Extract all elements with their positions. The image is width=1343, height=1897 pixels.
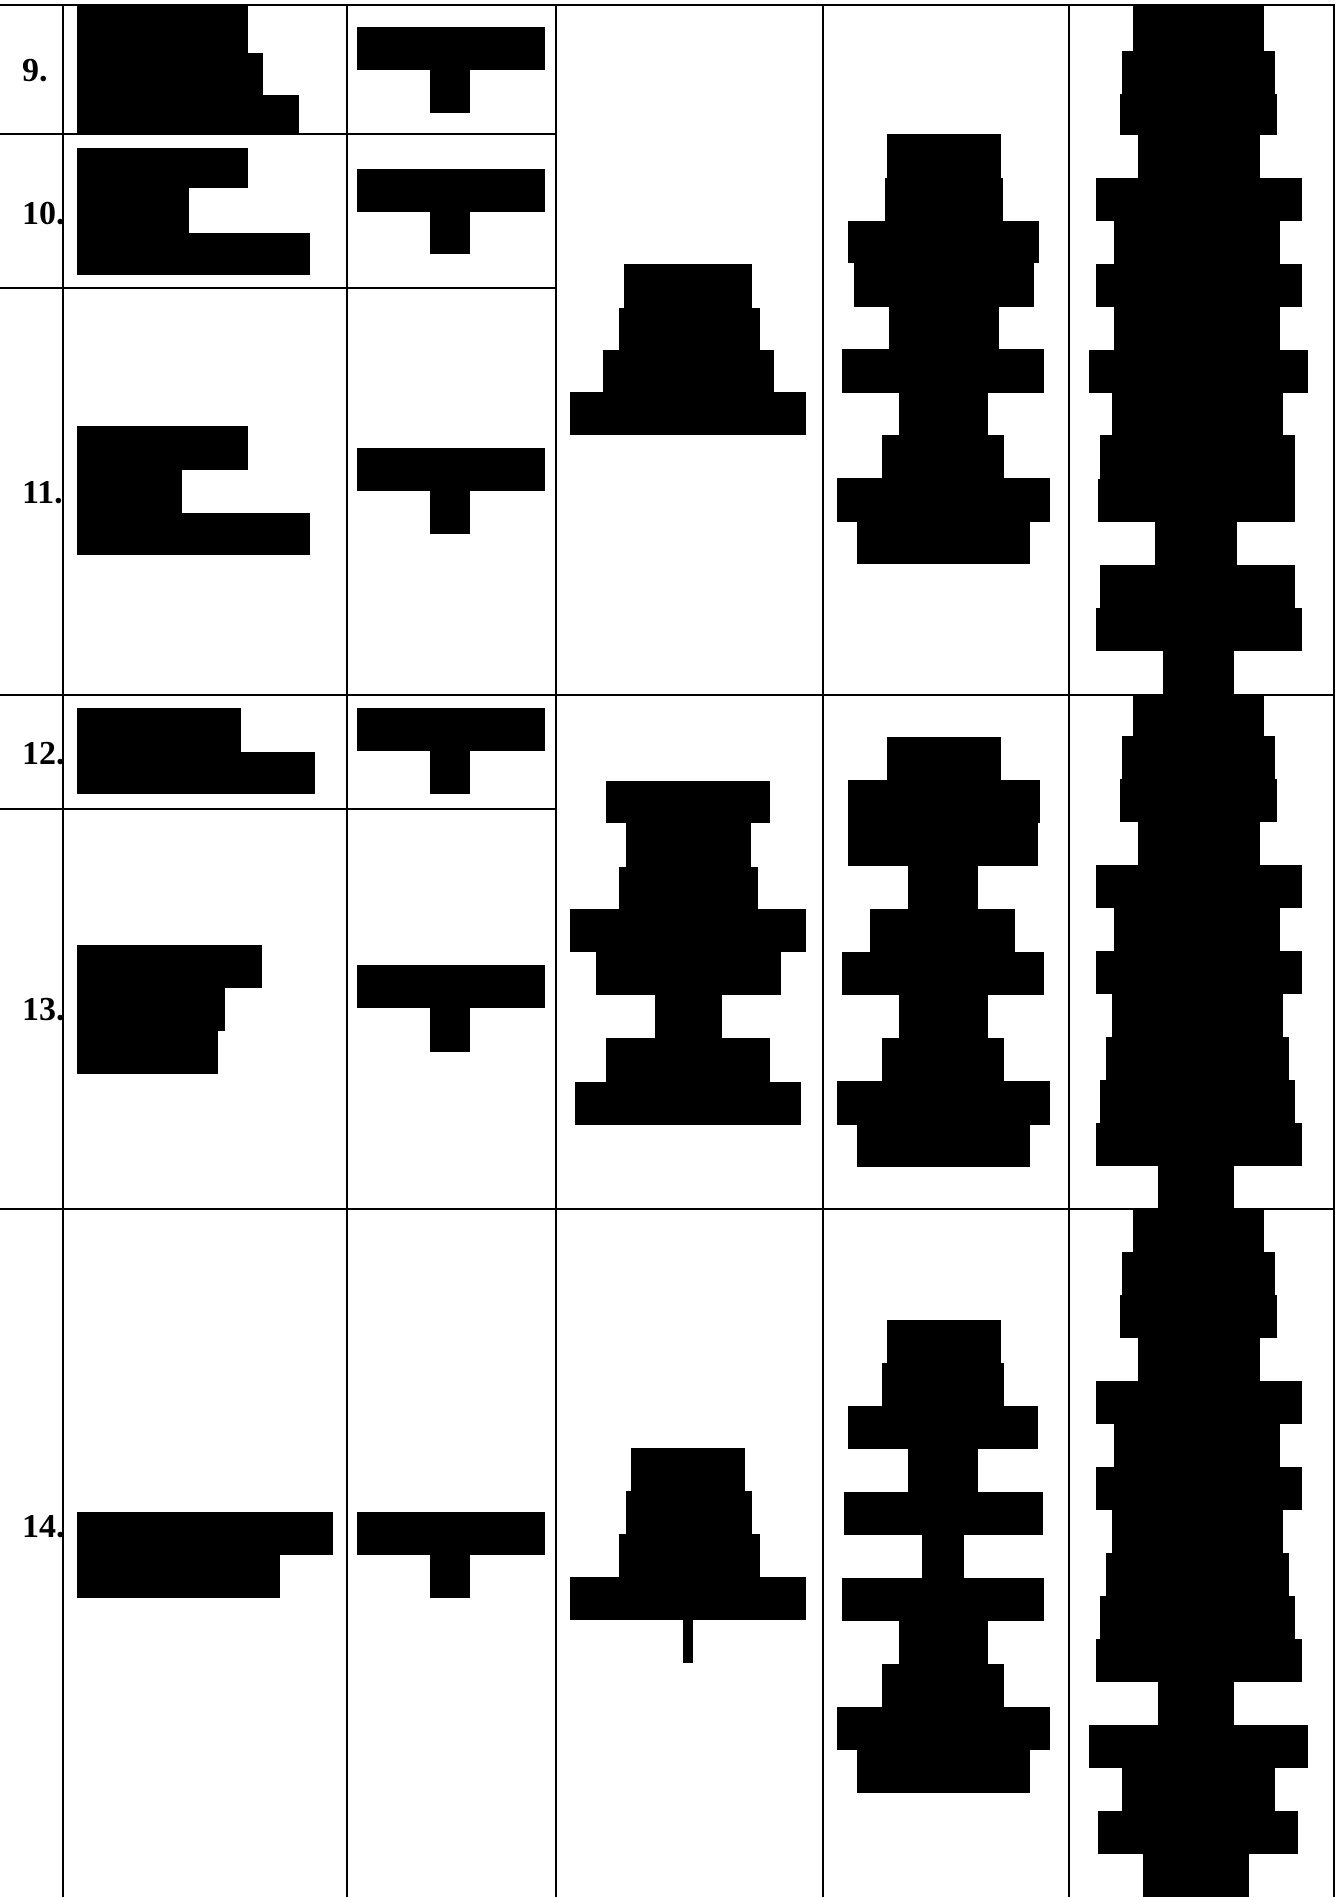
row-number-14: 14. bbox=[22, 1508, 62, 1546]
row-number-13: 13. bbox=[22, 991, 62, 1029]
row-number-10: 10. bbox=[22, 195, 62, 233]
row-number-12: 12. bbox=[22, 735, 62, 773]
row-number-9: 9. bbox=[22, 52, 62, 90]
row-number-11: 11. bbox=[22, 474, 62, 512]
